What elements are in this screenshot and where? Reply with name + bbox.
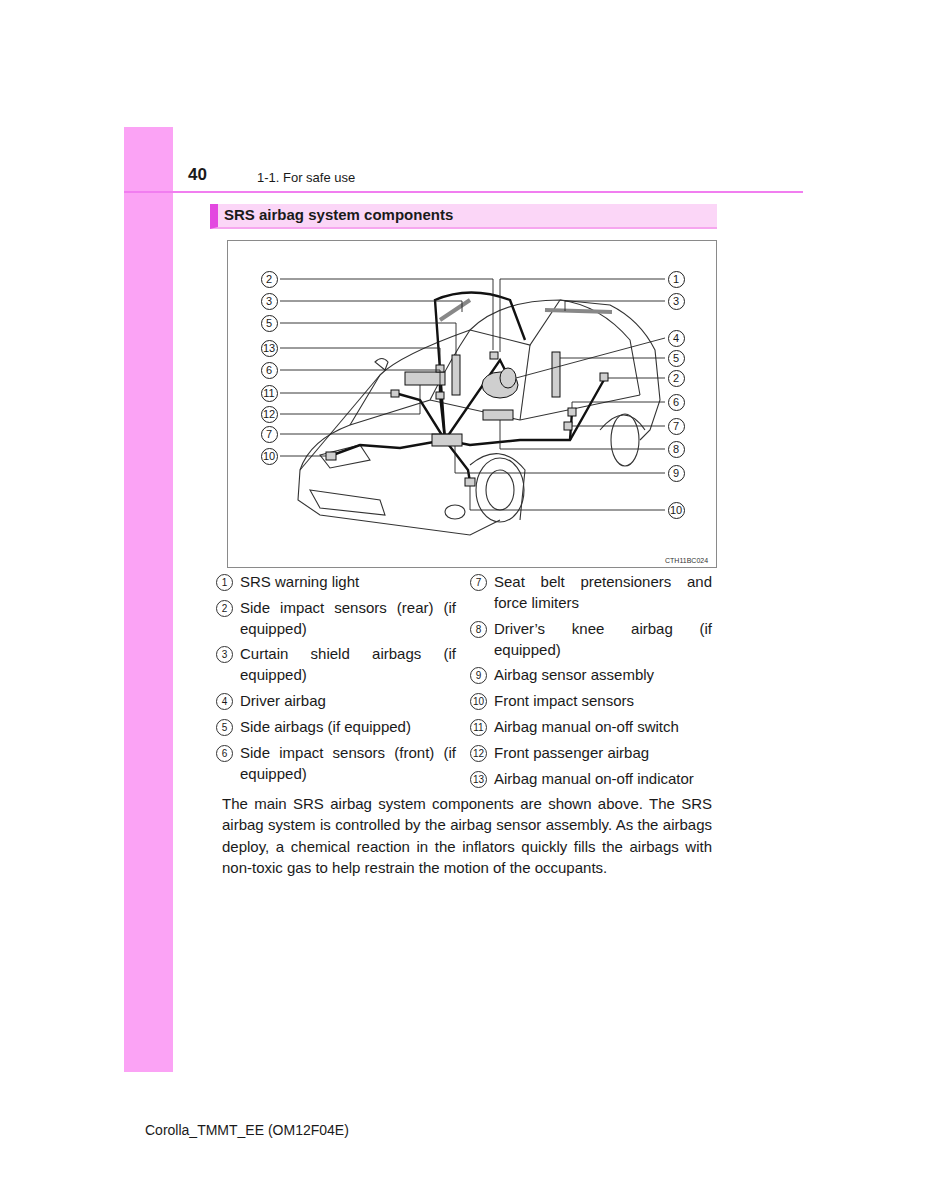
callout-number: 8 xyxy=(668,441,685,458)
footer-text: Corolla_TMMT_EE (OM12F04E) xyxy=(145,1122,349,1138)
list-number: 8 xyxy=(470,621,487,638)
header-rule xyxy=(124,191,803,193)
callout-number: 6 xyxy=(261,362,278,379)
list-number: 13 xyxy=(470,771,487,788)
component-name: Driver airbag xyxy=(240,690,456,711)
component-name: Airbag manual on-off indicator xyxy=(494,768,712,789)
list-number: 10 xyxy=(470,693,487,710)
list-number: 12 xyxy=(470,745,487,762)
component-name: Driver’s knee airbag (if equipped) xyxy=(494,618,712,660)
chapter-header: 1-1. For safe use xyxy=(257,170,355,185)
component-name: SRS warning light xyxy=(240,571,456,592)
car-outline xyxy=(298,300,660,535)
component-name: Front impact sensors xyxy=(494,690,712,711)
list-number: 1 xyxy=(216,574,233,591)
callout-number: 10 xyxy=(668,502,685,519)
callout-number: 2 xyxy=(668,370,685,387)
component-name: Front passenger airbag xyxy=(494,742,712,763)
leader-lines xyxy=(280,279,665,510)
component-name: Side impact sensors (front) (if equipped… xyxy=(240,742,456,784)
callout-number: 5 xyxy=(668,350,685,367)
callout-number: 4 xyxy=(668,330,685,347)
component-name: Seat belt pretensioners and force limite… xyxy=(494,571,712,613)
component-name: Airbag manual on-off switch xyxy=(494,716,712,737)
wire-harness xyxy=(330,293,605,483)
callout-number: 7 xyxy=(261,426,278,443)
section-heading-band: SRS airbag system components xyxy=(210,204,717,229)
side-bar xyxy=(124,127,173,1072)
page-number: 40 xyxy=(188,165,207,185)
callout-number: 6 xyxy=(668,394,685,411)
callout-number: 12 xyxy=(261,406,278,423)
component-name: Side impact sensors (rear) (if equipped) xyxy=(240,597,456,639)
list-number: 5 xyxy=(216,719,233,736)
section-heading: SRS airbag system components xyxy=(218,204,717,226)
list-number: 11 xyxy=(470,719,487,736)
component-name: Curtain shield airbags (if equipped) xyxy=(240,643,456,685)
callout-number: 10 xyxy=(261,448,278,465)
callout-number: 7 xyxy=(668,418,685,435)
component-name: Airbag sensor assembly xyxy=(494,664,712,685)
body-text: The main SRS airbag system components ar… xyxy=(222,793,712,879)
callout-number: 9 xyxy=(668,465,685,482)
callout-number: 1 xyxy=(668,271,685,288)
list-number: 9 xyxy=(470,667,487,684)
callout-number: 5 xyxy=(261,315,278,332)
callout-number: 3 xyxy=(668,293,685,310)
figure-frame xyxy=(228,241,717,568)
callout-number: 11 xyxy=(261,385,278,402)
list-number: 7 xyxy=(470,574,487,591)
list-number: 2 xyxy=(216,600,233,617)
callout-number: 13 xyxy=(261,340,278,357)
callout-number: 3 xyxy=(261,293,278,310)
figure-code: CTH11BC024 xyxy=(665,557,708,564)
callout-number: 2 xyxy=(261,271,278,288)
list-number: 3 xyxy=(216,646,233,663)
list-number: 6 xyxy=(216,745,233,762)
component-name: Side airbags (if equipped) xyxy=(240,716,456,737)
list-number: 4 xyxy=(216,693,233,710)
